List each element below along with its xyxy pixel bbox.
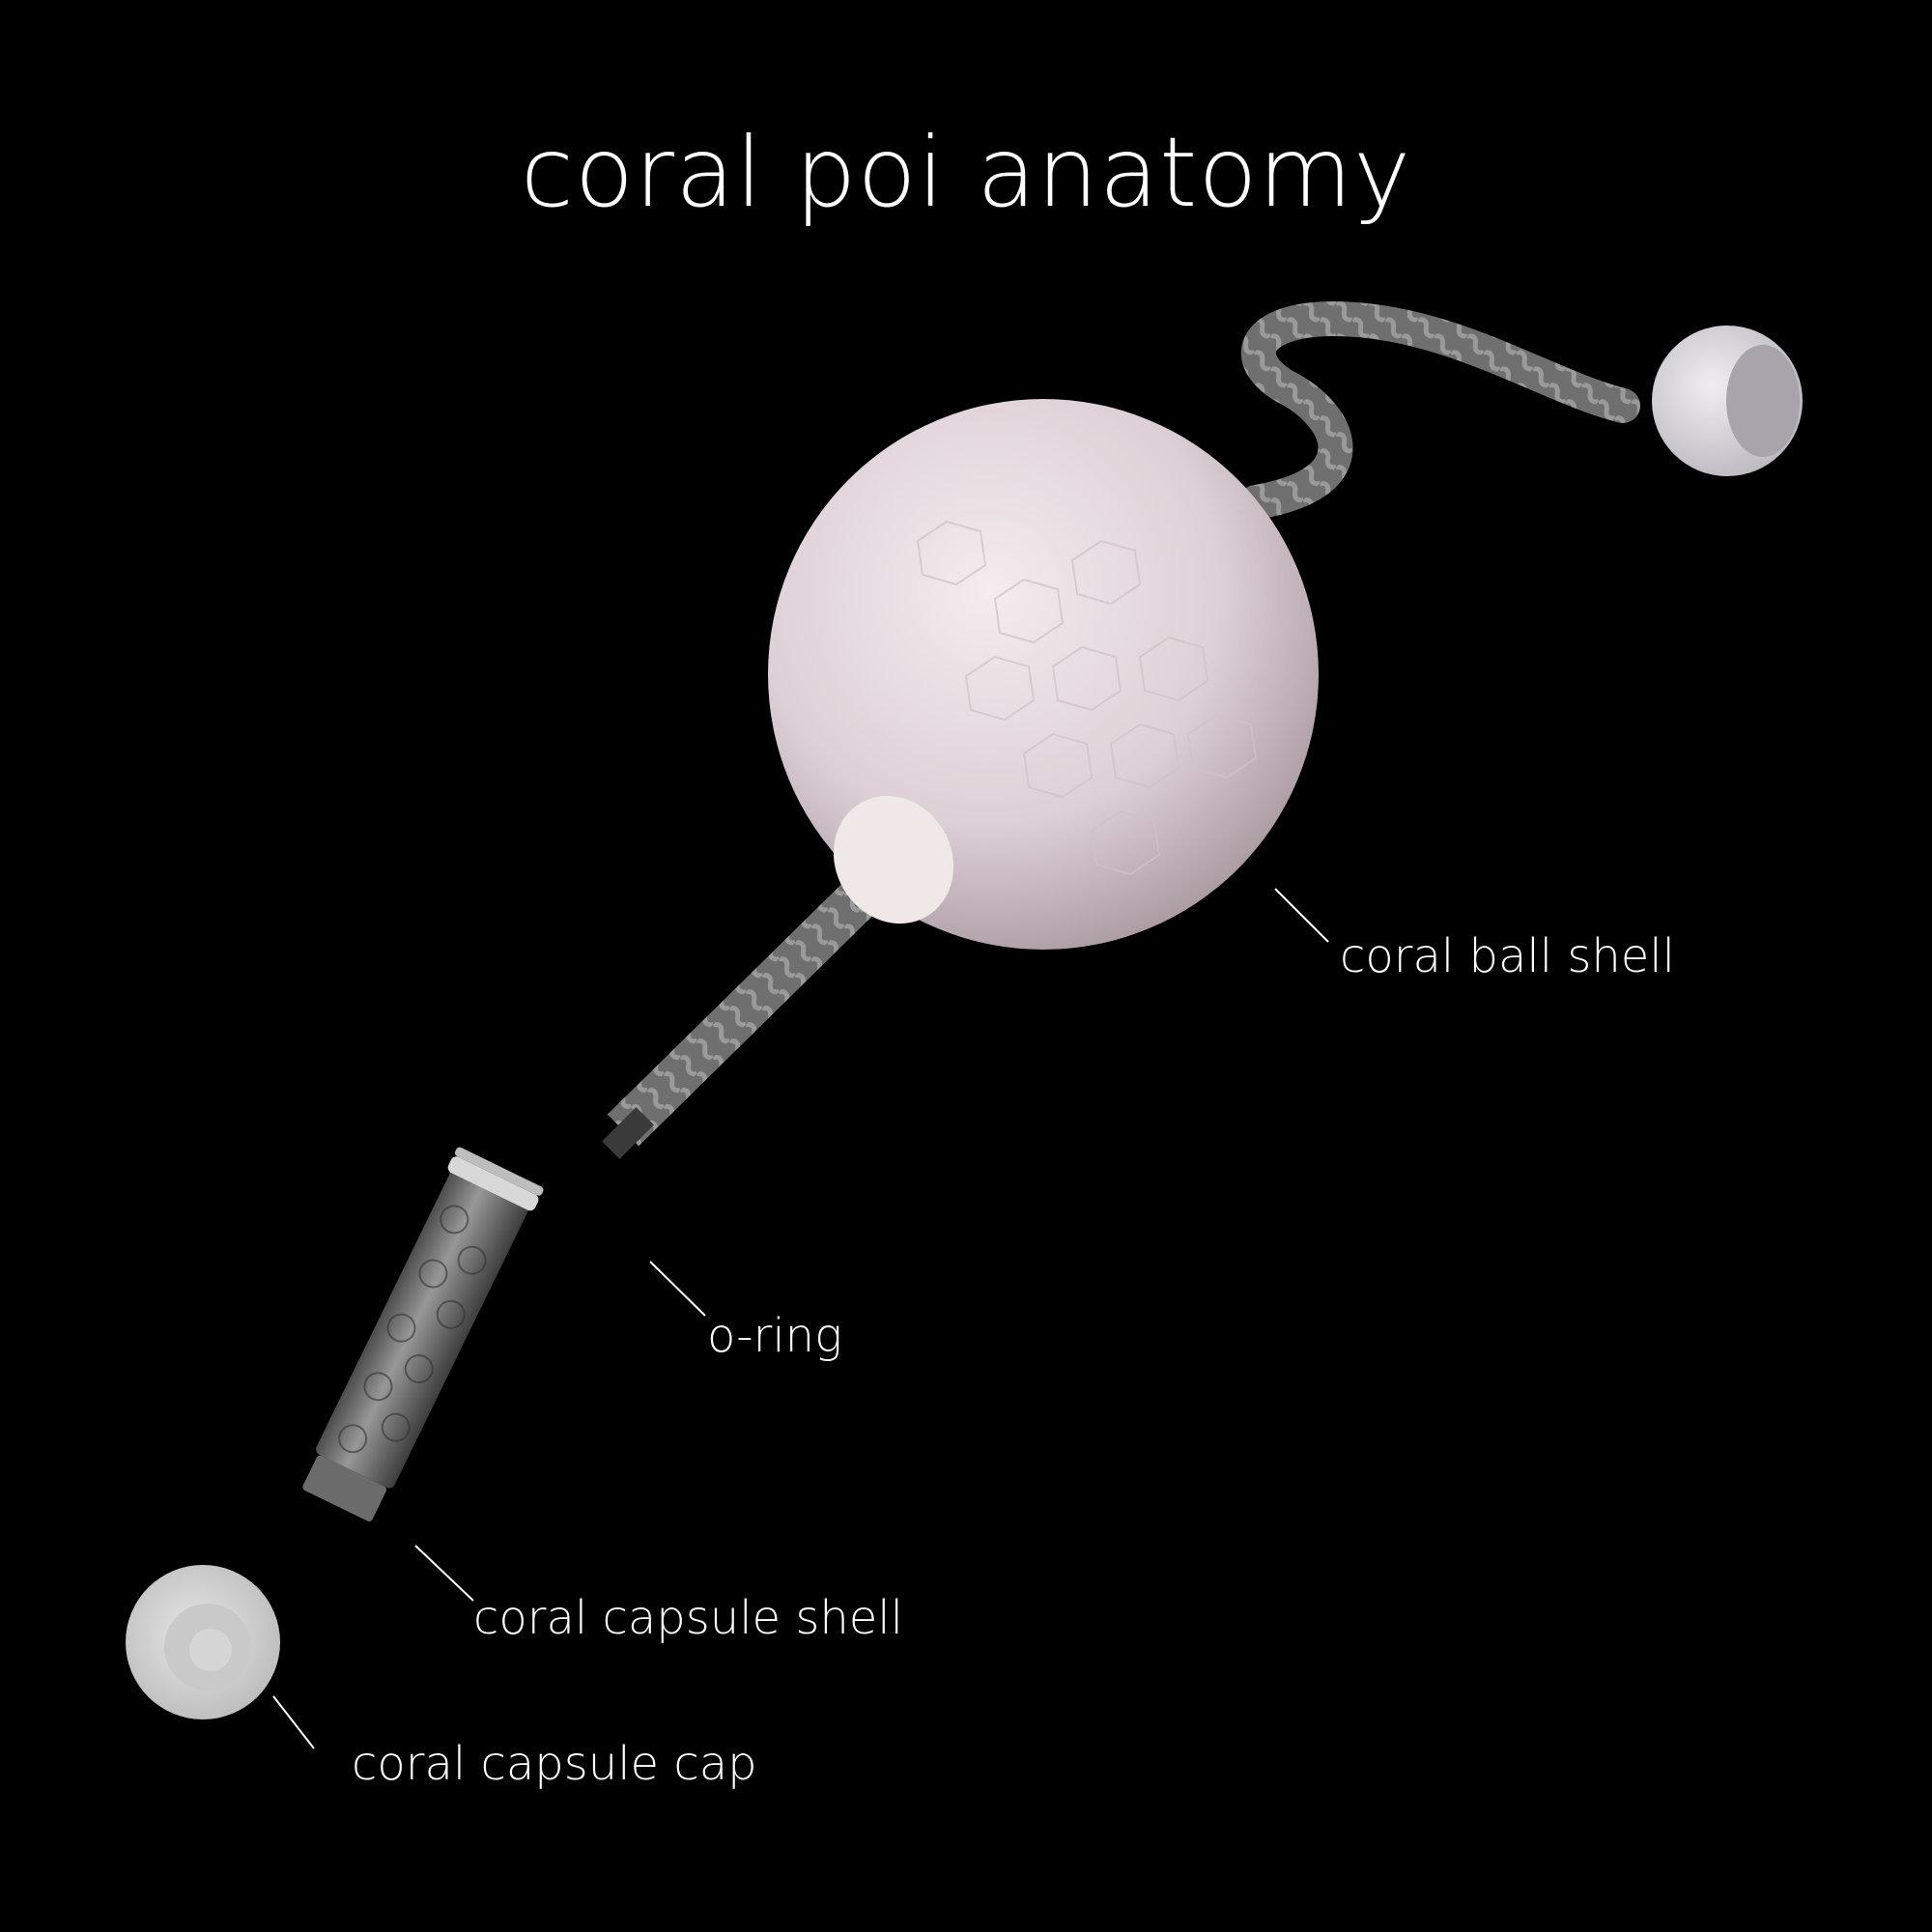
coral-capsule-cap [126, 1565, 280, 1719]
leader-line-ball-shell [1274, 888, 1329, 943]
rope-tip [602, 1107, 654, 1159]
leader-line-o-ring [649, 1261, 706, 1317]
coral-ball-shell [768, 399, 1319, 950]
rope-top [1238, 300, 1640, 520]
o-ring [447, 1156, 539, 1211]
coral-capsule-shell [302, 1147, 544, 1521]
label-coral-capsule-cap: coral capsule cap [352, 1737, 757, 1791]
label-coral-ball-shell: coral ball shell [1340, 929, 1675, 983]
leader-line-capsule-cap [272, 1695, 315, 1749]
leader-line-capsule-shell [414, 1545, 474, 1602]
label-coral-capsule-shell: coral capsule shell [473, 1591, 903, 1645]
end-bead [1652, 326, 1803, 476]
page-title: coral poi anatomy [520, 116, 1412, 229]
label-o-ring: o-ring [707, 1309, 842, 1363]
